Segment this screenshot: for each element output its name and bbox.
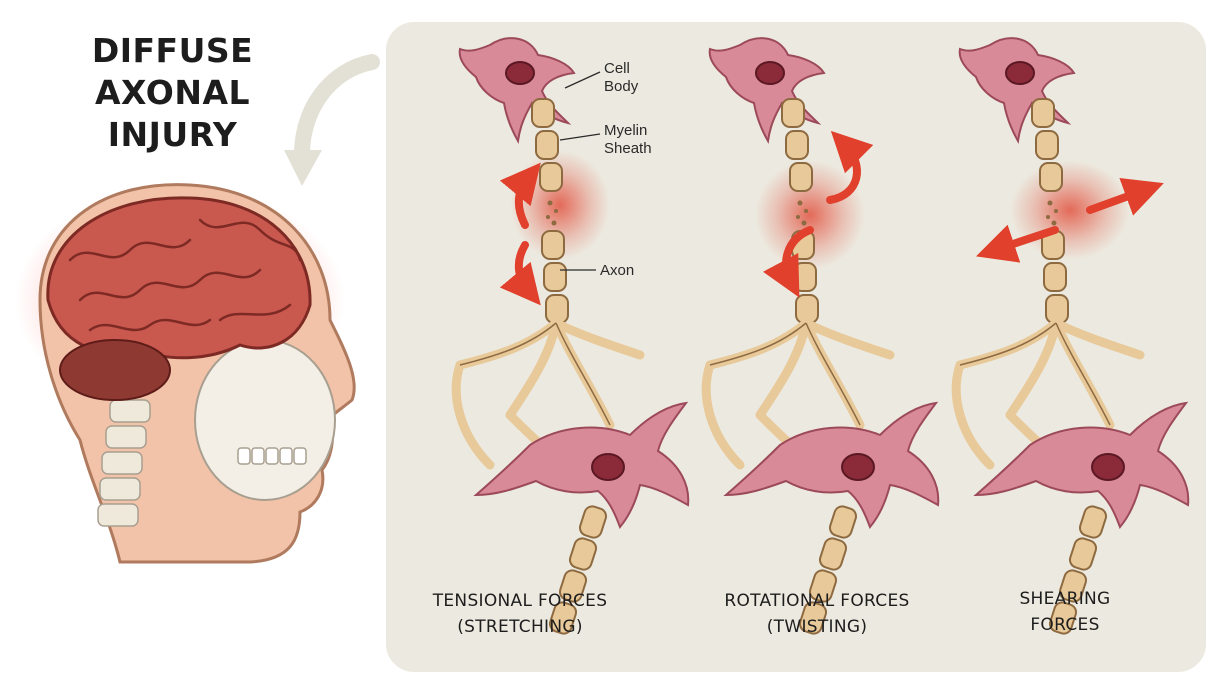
caption-tensional-line-1: TENSIONAL FORCES xyxy=(432,591,608,611)
cell-body-leader xyxy=(564,71,601,89)
shear-arrow-left xyxy=(976,224,1059,263)
diagram-title: DIFFUSE AXONAL INJURY xyxy=(0,30,345,156)
myelin-sheath-label: Myelin Sheath xyxy=(604,122,652,158)
title-line-2: AXONAL xyxy=(94,73,251,112)
caption-tensional: TENSIONAL FORCES (STRETCHING) xyxy=(410,588,630,640)
pointer-arrow-head xyxy=(284,150,322,186)
neuron-tensional xyxy=(456,38,688,636)
caption-shearing-line-1: SHEARING xyxy=(1019,589,1111,609)
twist-arrow-down xyxy=(762,226,814,298)
title-line-1: DIFFUSE xyxy=(91,31,254,70)
stretch-arrow-up xyxy=(499,162,541,229)
caption-shearing: SHEARING FORCES xyxy=(990,586,1140,638)
cell-body-label: Cell Body xyxy=(604,60,638,96)
skull xyxy=(194,339,336,501)
caption-rotational-line-1: ROTATIONAL FORCES xyxy=(724,591,910,611)
caption-tensional-line-2: (STRETCHING) xyxy=(457,617,583,637)
shear-arrow-right xyxy=(1086,178,1164,216)
twist-arrow-up xyxy=(826,130,874,204)
neuron-rotational xyxy=(706,38,938,636)
cell-body-label-line-1: Cell xyxy=(604,60,630,77)
title-line-3: INJURY xyxy=(107,115,238,154)
myelin-leader xyxy=(559,133,601,141)
cell-body-label-line-2: Body xyxy=(604,78,639,95)
teeth xyxy=(237,447,307,465)
caption-rotational: ROTATIONAL FORCES (TWISTING) xyxy=(692,588,942,640)
neuron-shearing xyxy=(956,38,1188,636)
head-illustration xyxy=(15,183,356,564)
caption-shearing-line-2: FORCES xyxy=(1030,615,1100,635)
pointer-arrow xyxy=(293,54,380,168)
caption-rotational-line-2: (TWISTING) xyxy=(766,617,868,637)
spine xyxy=(97,399,151,527)
stretch-arrow-down xyxy=(499,241,541,306)
myelin-label-line-2: Sheath xyxy=(604,140,652,157)
myelin-label-line-1: Myelin xyxy=(604,122,648,139)
axon-label: Axon xyxy=(600,262,635,279)
cerebellum xyxy=(59,339,171,401)
